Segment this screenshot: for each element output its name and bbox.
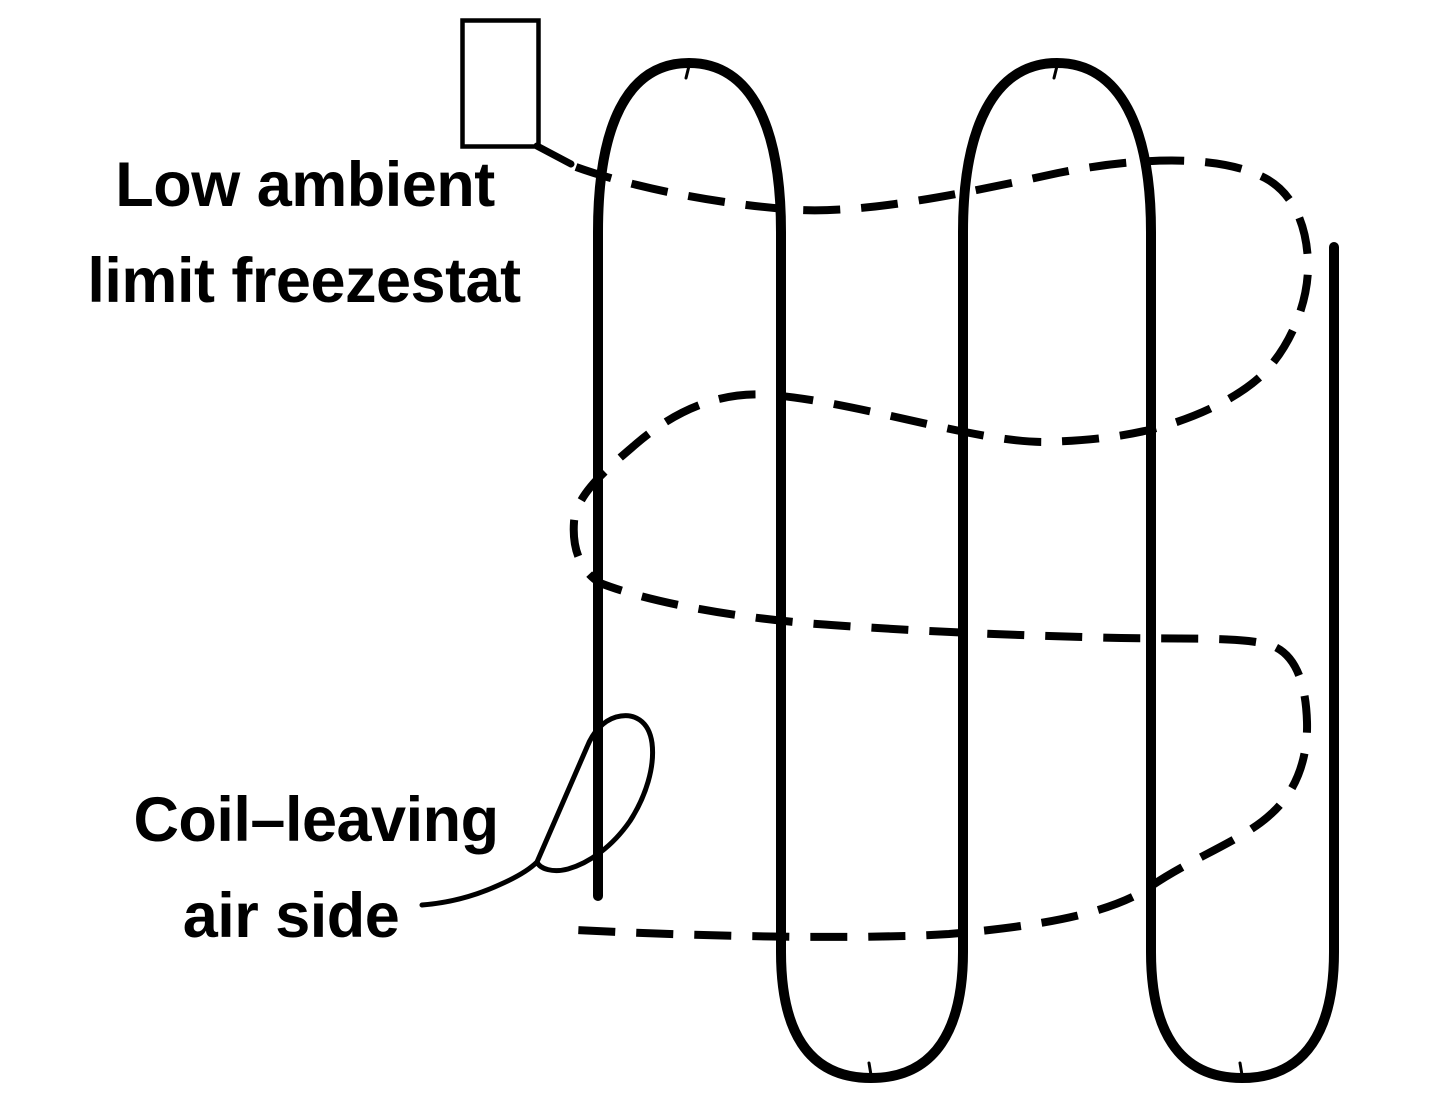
- freezestat-label-line-2: limit freezestat: [87, 246, 521, 316]
- coil-air-side-label-line-2: air side: [183, 881, 400, 951]
- arch-apex-notch: [684, 64, 691, 80]
- freezestat-sensor-box: [460, 18, 541, 149]
- u-bend-notch: [867, 1061, 873, 1077]
- arch-apex-notch: [1052, 64, 1059, 80]
- freezestat-box-leader-line: [533, 142, 575, 168]
- u-bend-notch: [1238, 1061, 1244, 1077]
- freezestat-capillary-dashed-line: [569, 156, 1313, 941]
- coil-air-side-label-line-1: Coil–leaving: [133, 785, 498, 855]
- coil-air-side-label: Coil–leaving air side: [133, 785, 499, 951]
- freezestat-label-line-1: Low ambient: [115, 150, 495, 220]
- coil-tube-serpentine-line: [593, 58, 1339, 1083]
- freezestat-label: Low ambient limit freezestat: [87, 150, 521, 316]
- coil-air-side-leader-line: [419, 713, 656, 908]
